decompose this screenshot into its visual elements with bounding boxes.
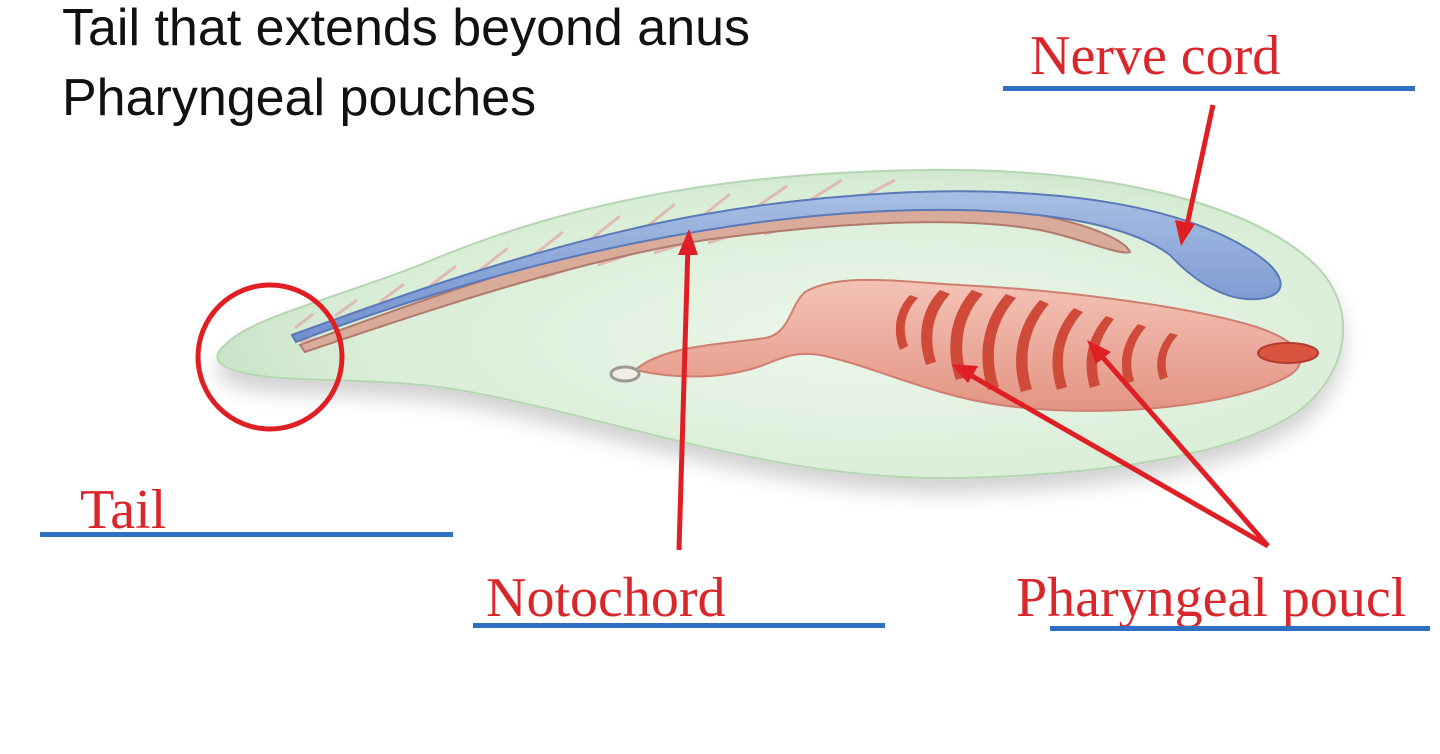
label-notochord: Notochord <box>486 567 726 629</box>
notochord-arrow <box>676 244 691 551</box>
heading-line-1: Tail that extends beyond anus <box>62 0 751 57</box>
blank-line-notochord <box>473 623 885 628</box>
pouch-arrow-2 <box>1096 350 1270 548</box>
nerve-cord-structure <box>290 190 1282 344</box>
blank-line-tail <box>40 532 453 537</box>
blank-line-pharyngeal-pouches <box>1050 626 1430 631</box>
mouth-opening <box>1257 342 1319 364</box>
heading-line-2: Pharyngeal pouches <box>62 69 537 127</box>
gill-slits <box>895 290 1178 392</box>
pointer-arrows <box>676 104 1270 551</box>
label-pharyngeal-pouches: Pharyngeal poucl <box>1016 567 1407 629</box>
tail-highlight-circle <box>195 282 345 432</box>
anus-opening <box>609 365 641 383</box>
blank-line-nerve-cord <box>1003 86 1415 91</box>
label-tail: Tail <box>80 479 167 541</box>
nerve-cord-arrow <box>1183 104 1216 231</box>
pouch-arrow-1 <box>963 369 1270 549</box>
label-nerve-cord: Nerve cord <box>1030 25 1281 87</box>
